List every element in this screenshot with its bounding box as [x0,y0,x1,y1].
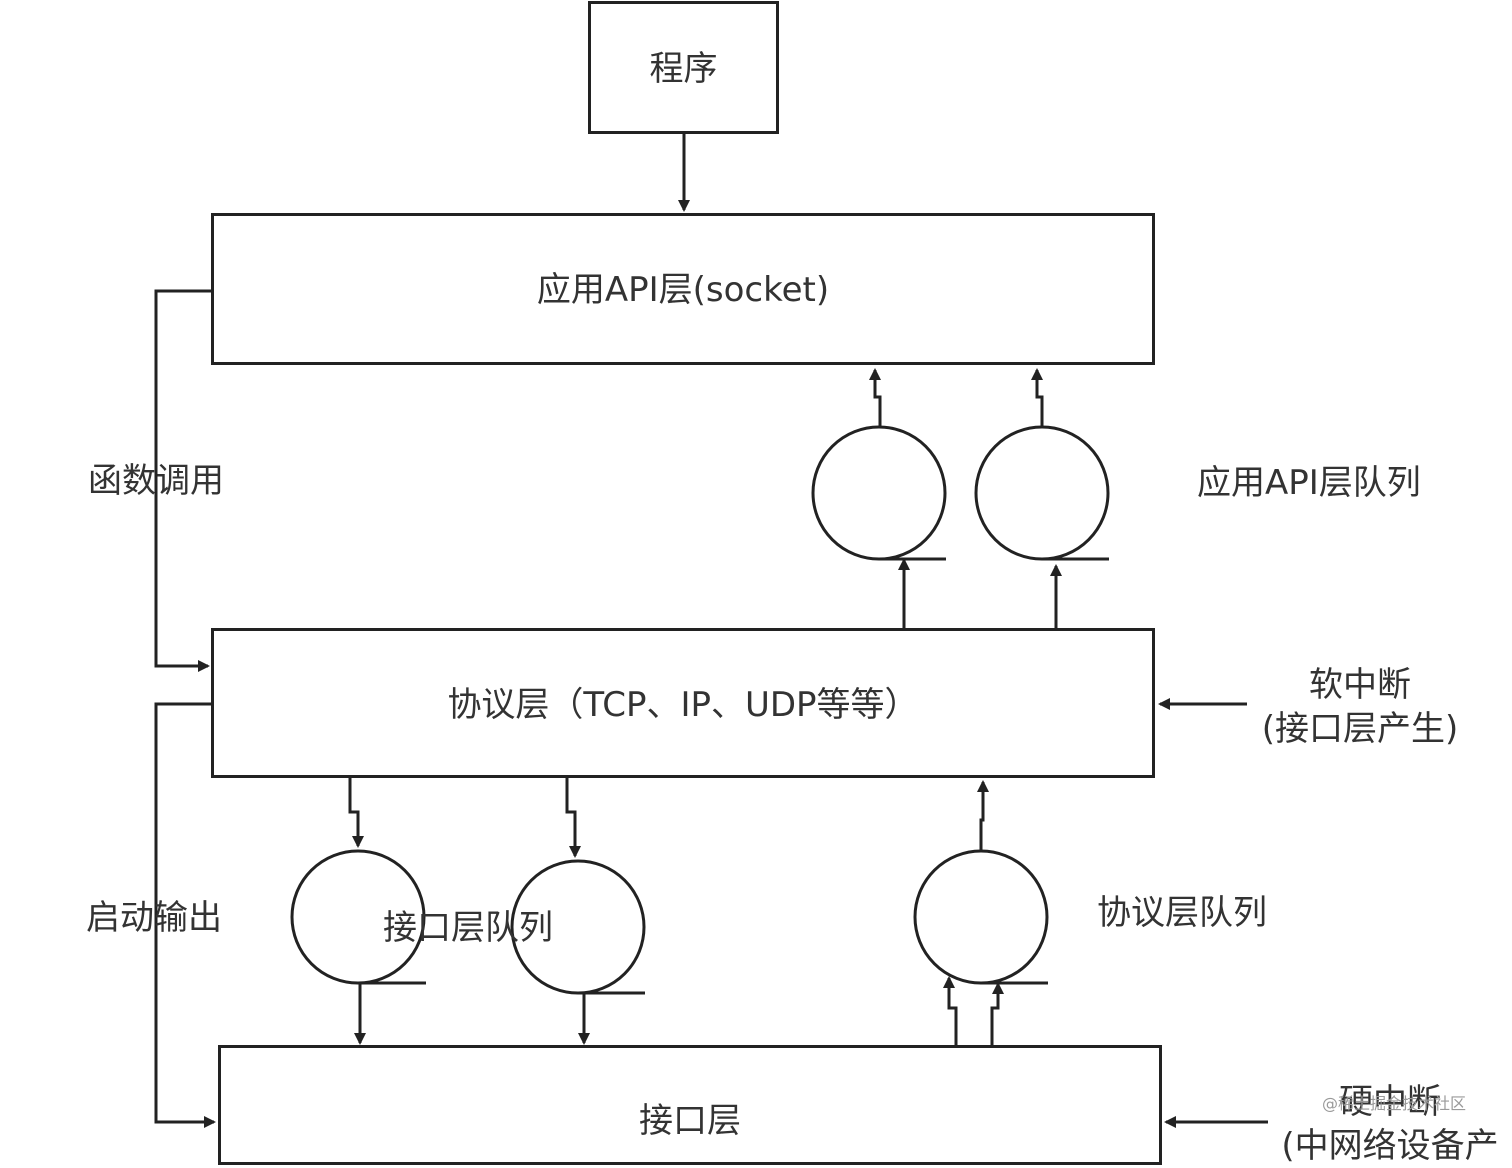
program-box [588,1,779,134]
interface-to-proto-queue-arrow-a [943,976,958,1046]
start-output-arrow [154,702,216,1128]
proto-queue-to-protocol-arrow [977,780,989,850]
program-label: 程序 [649,49,718,89]
interface-queue-label: 接口层队列 [383,908,553,948]
api-queue-circle-2 [974,425,1110,561]
soft-interrupt-label: 软中断 (接口层产生) [1250,663,1470,751]
app-api-layer-box [211,213,1155,365]
interface-queue-circle-1 [290,849,426,985]
interface-layer-label: 接口层 [639,1101,741,1141]
app-api-layer-label: 应用API层(socket) [536,270,830,310]
watermark: @稀土掘金技术社区 [1322,1094,1467,1113]
diagram-connectors [154,133,1268,1128]
protocol-queue-circle [913,849,1049,985]
api-queue1-to-api-arrow [869,368,882,427]
start-output-label: 启动输出 [86,898,222,938]
api-queue-circle-1 [811,425,947,561]
function-call-arrow [154,289,212,672]
protocol-layer-label: 协议层（TCP、IP、UDP等等） [447,685,919,725]
interface-queue-circle-2 [510,859,646,995]
protocol-to-if-queue1-arrow [348,778,364,848]
protocol-layer-box [211,628,1155,778]
interface-to-proto-queue-arrow-b [990,982,1004,1046]
protocol-queue-label: 协议层队列 [1097,893,1267,933]
api-queue2-to-api-arrow [1031,368,1044,427]
hard-interrupt-line1: 硬中断 [1339,1082,1441,1122]
app-api-queue-label: 应用API层队列 [1197,463,1421,503]
soft-interrupt-line2: (接口层产生) [1261,709,1459,749]
function-call-label: 函数调用 [88,461,224,501]
hard-interrupt-line2: (中网络设备产 [1281,1126,1499,1166]
protocol-to-if-queue2-arrow [565,778,581,858]
soft-interrupt-line1: 软中断 [1309,665,1411,705]
